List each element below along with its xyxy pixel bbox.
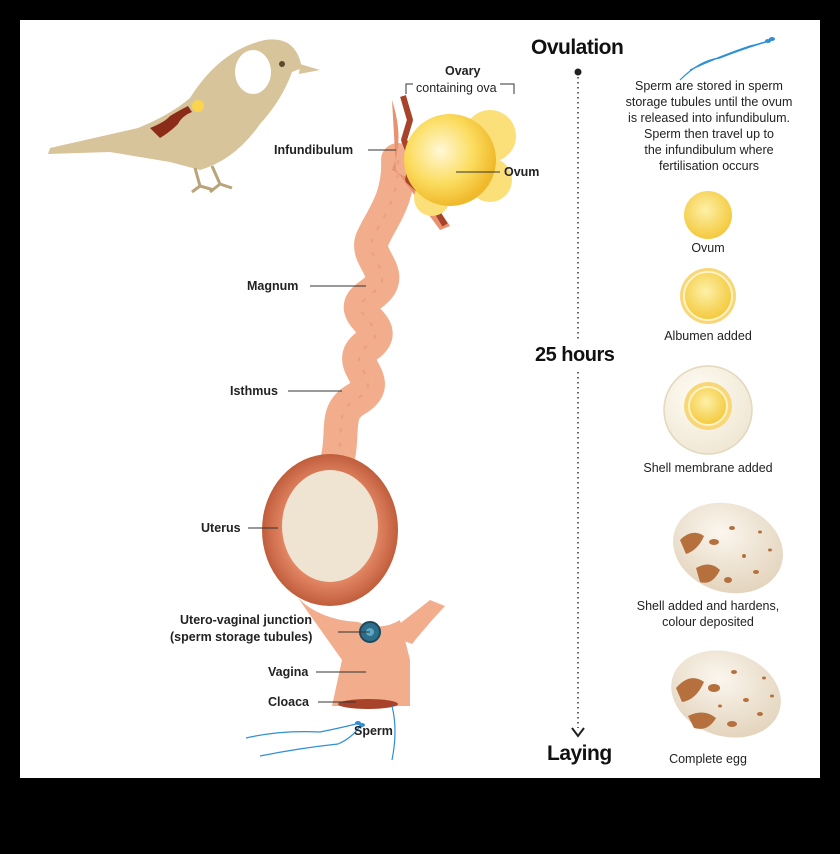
- timeline: [571, 68, 585, 738]
- note-line: storage tubules until the ovum: [625, 95, 793, 109]
- bird-icon: [48, 39, 320, 194]
- ovum-cluster: [404, 110, 516, 216]
- note-line: is released into infundibulum.: [628, 111, 790, 125]
- stage-caption: Shell membrane added: [643, 461, 773, 475]
- laying-heading: Laying: [547, 742, 612, 765]
- reproductive-tract-illustration: [48, 37, 783, 761]
- ovulation-heading: Ovulation: [531, 36, 624, 59]
- stage-caption: Complete egg: [669, 752, 747, 766]
- vagina-label: Vagina: [268, 665, 309, 679]
- note-line: fertilisation occurs: [658, 159, 760, 173]
- stage-caption: Albumen added: [664, 329, 752, 343]
- utero-vaginal-label-line2: (sperm storage tubules): [170, 630, 313, 644]
- cloaca-label: Cloaca: [268, 695, 309, 709]
- stage-ovum: [684, 191, 732, 239]
- sperm-label: Sperm: [354, 724, 393, 738]
- stage-caption: Shell added and hardens, colour deposite…: [608, 598, 808, 630]
- sperm-heads: [355, 37, 775, 727]
- stage-albumen: [680, 268, 736, 324]
- duration-label: 25 hours: [535, 342, 615, 369]
- infundibulum-label: Infundibulum: [274, 143, 354, 157]
- sperm-storage-note: Sperm are stored in sperm storage tubule…: [604, 78, 814, 174]
- stage-caption-line: colour deposited: [662, 615, 754, 629]
- note-line: Sperm are stored in sperm: [635, 79, 783, 93]
- note-line: the infundibulum where: [644, 143, 774, 157]
- ovary-sublabel: containing ova: [413, 81, 500, 95]
- magnum-label: Magnum: [247, 279, 299, 293]
- stage-shell: [673, 502, 783, 594]
- diagram-panel: Ovary containing ova Infundibulum Ovum M…: [20, 20, 820, 778]
- note-line: Sperm then travel up to: [644, 127, 774, 141]
- uterus-label: Uterus: [201, 521, 241, 535]
- stage-caption-line: Shell added and hardens,: [636, 599, 780, 613]
- ovum-label: Ovum: [504, 165, 540, 179]
- leader-lines: [248, 149, 500, 703]
- ovary-label: Ovary: [445, 64, 481, 78]
- utero-vaginal-label-line1: Utero-vaginal junction: [180, 613, 312, 627]
- sperm-trails: [245, 39, 771, 761]
- stage-complete-egg: [671, 650, 781, 738]
- stage-membrane: [663, 365, 753, 455]
- isthmus-label: Isthmus: [230, 384, 278, 398]
- stage-caption: Ovum: [691, 241, 725, 255]
